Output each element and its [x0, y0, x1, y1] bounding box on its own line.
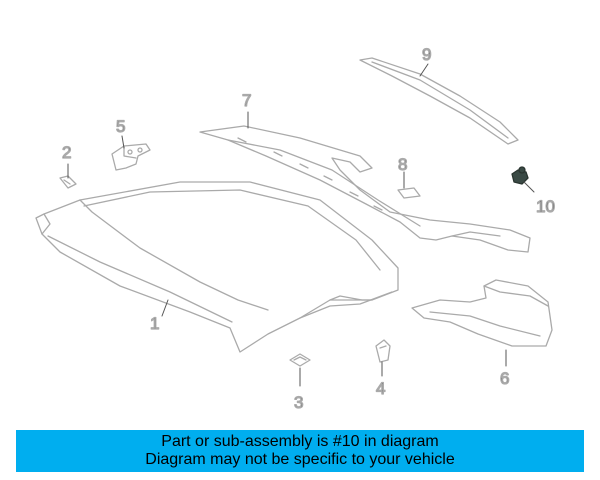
callout-6: 6 [500, 369, 509, 388]
part-10-clip[interactable] [511, 166, 529, 185]
info-banner: Part or sub-assembly is #10 in diagram D… [16, 430, 584, 472]
leader-lines [67, 63, 535, 387]
part-4-bracket[interactable] [375, 339, 391, 363]
callout-3: 3 [294, 393, 303, 412]
callouts: 1 2 3 4 5 6 7 8 9 10 [61, 44, 555, 412]
callout-9: 9 [422, 45, 431, 64]
callout-5: 5 [116, 117, 125, 136]
part-1-headliner[interactable] [35, 181, 399, 353]
part-9-strip[interactable] [359, 57, 519, 145]
callout-4: 4 [376, 379, 385, 398]
part-8-plate[interactable] [397, 187, 421, 199]
part-6-rear-trim[interactable] [411, 279, 553, 347]
callout-10: 10 [536, 197, 555, 216]
callout-8: 8 [398, 155, 407, 174]
part-2-clip[interactable] [59, 175, 77, 189]
banner-line-2: Diagram may not be specific to your vehi… [145, 451, 455, 468]
part-5-bracket[interactable] [111, 143, 151, 171]
callout-7: 7 [242, 91, 251, 110]
parts-diagram: 1 2 3 4 5 6 7 8 9 10 [35, 44, 556, 413]
part-7-side-rail[interactable] [199, 125, 531, 253]
callout-2: 2 [62, 143, 71, 162]
callout-1: 1 [150, 314, 159, 333]
part-3-clip[interactable] [289, 353, 311, 367]
banner-line-1: Part or sub-assembly is #10 in diagram [161, 433, 439, 450]
